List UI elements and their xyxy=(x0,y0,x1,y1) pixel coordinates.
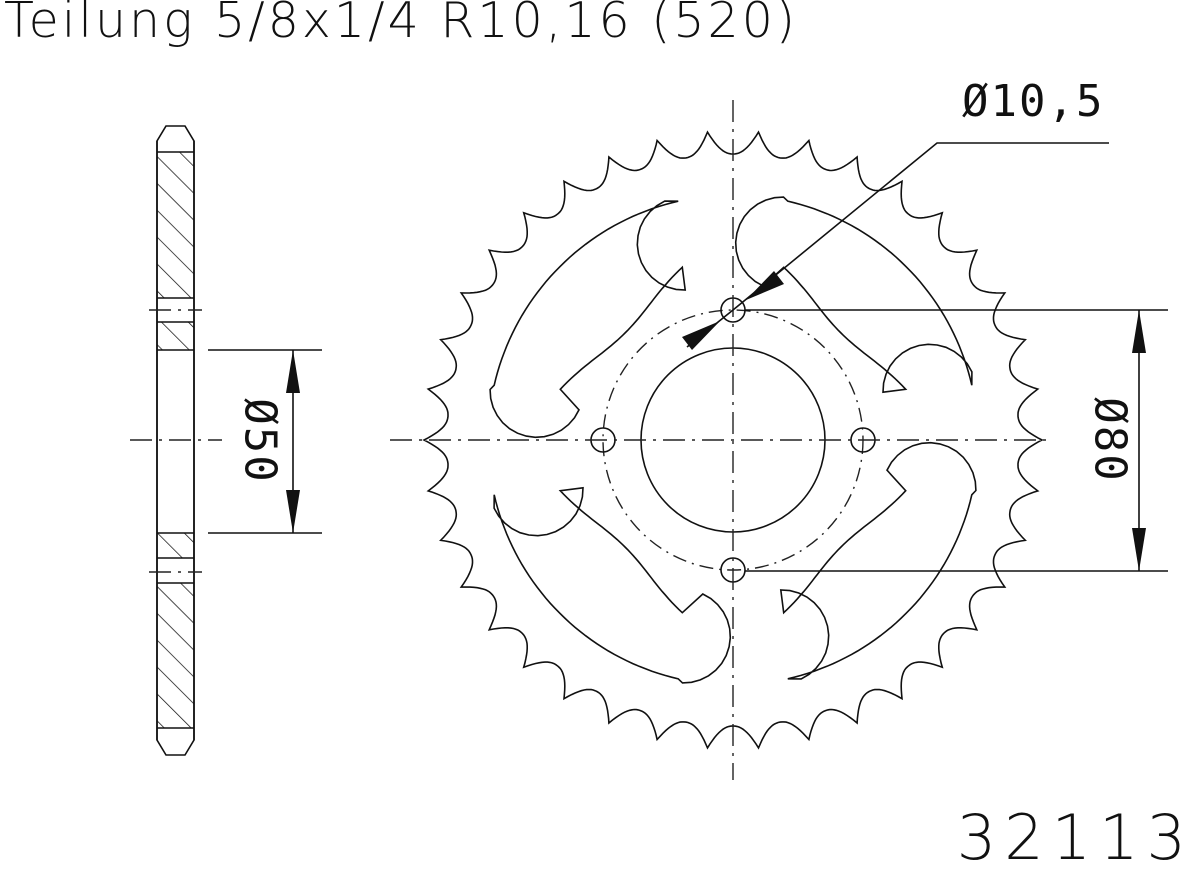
hatch-upper-rim xyxy=(157,152,194,298)
side-section-view xyxy=(130,125,322,756)
sprocket-front-view xyxy=(390,100,1168,780)
lightening-slot xyxy=(493,486,732,684)
drawing-title: Teilung 5/8x1/4 R10,16 (520) xyxy=(4,0,799,49)
lightening-slot xyxy=(779,441,977,680)
hatch-upper-web xyxy=(157,322,194,350)
lightening-slot xyxy=(734,196,973,394)
sprocket-tooth-profile xyxy=(422,130,1044,750)
hub-bore-diameter-label: Ø50 xyxy=(234,398,286,484)
hatch-lower-rim xyxy=(157,583,194,728)
lightening-slots xyxy=(489,196,977,684)
bolt-circle-diameter-label: Ø80 xyxy=(1084,397,1136,483)
lightening-slot xyxy=(489,200,687,439)
bolt-hole-diameter-label: Ø10,5 xyxy=(962,76,1105,127)
hatch-lower-web xyxy=(157,533,194,558)
part-number: 32113 xyxy=(956,801,1194,874)
